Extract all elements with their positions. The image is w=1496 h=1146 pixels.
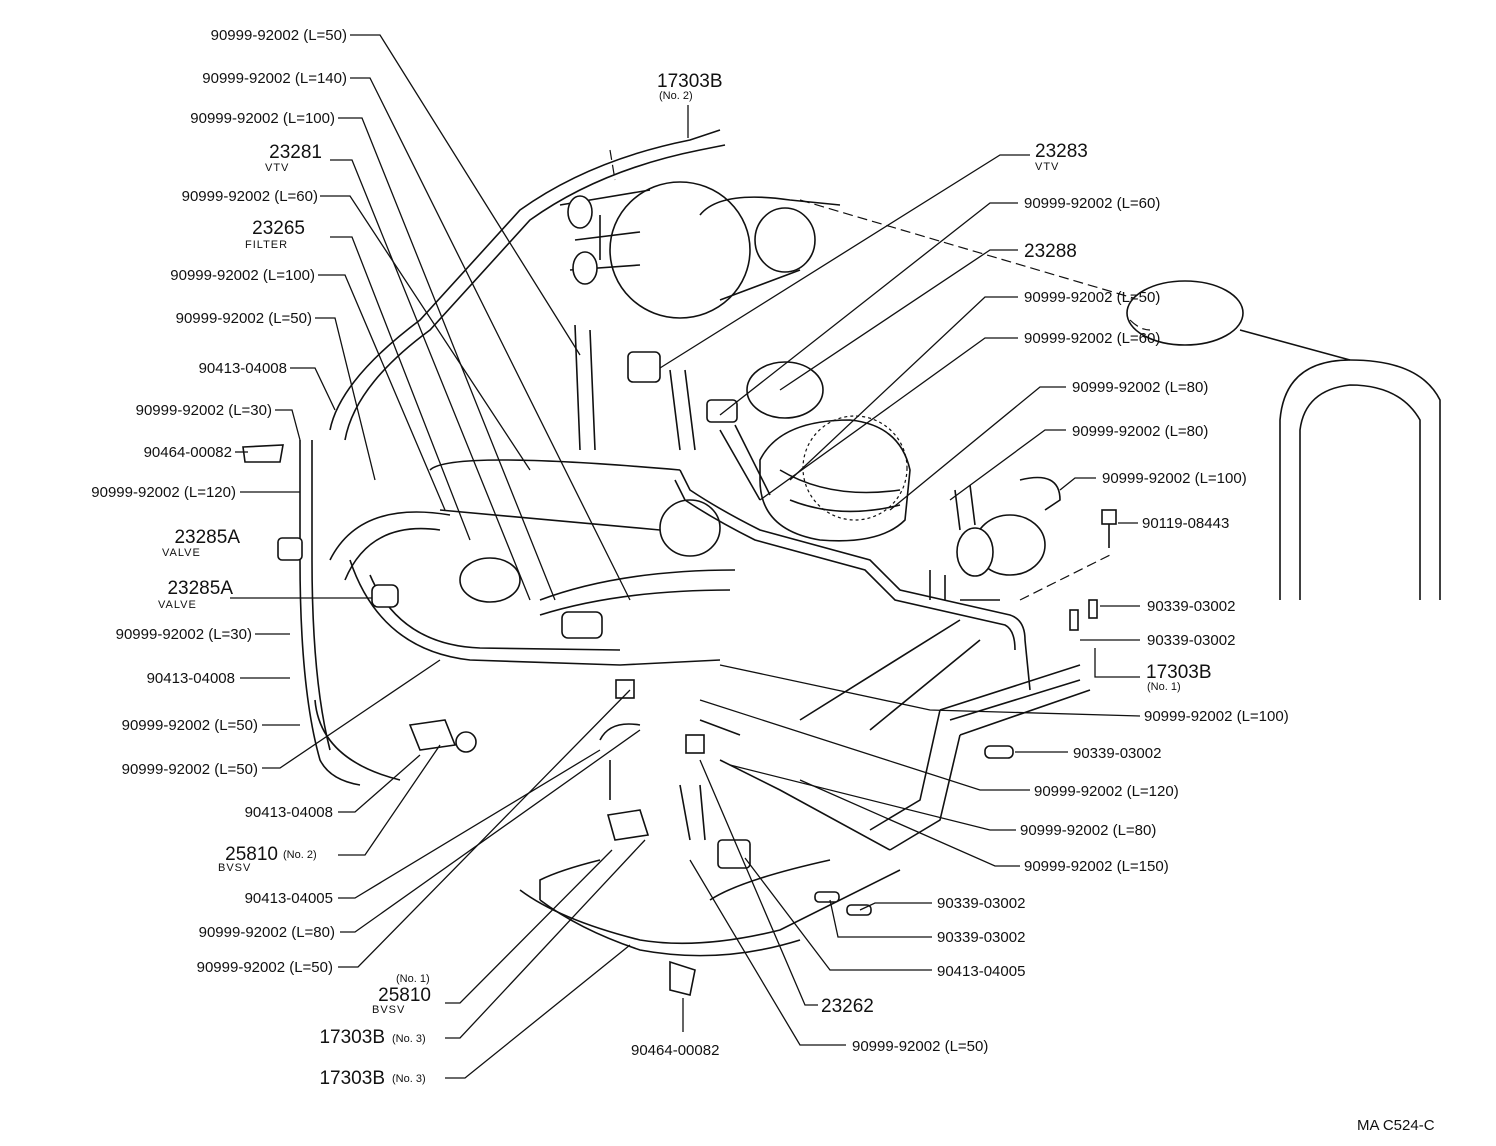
label-valve-23285a-2-sub: VALVE [158, 599, 197, 611]
labels-left: 90999-92002 (L=50) 90999-92002 (L=140) 9… [91, 27, 431, 1089]
label-hose-l80-left: 90999-92002 (L=80) [199, 924, 335, 941]
label-hose-l50-c: 90999-92002 (L=50) [122, 761, 258, 778]
label-90464-00082-b: 90464-00082 [631, 1042, 719, 1059]
label-hose-l30-a: 90999-92002 (L=30) [136, 402, 272, 419]
drawing-code: MA C524-C [1357, 1117, 1435, 1134]
fittings [242, 351, 1117, 996]
label-17303b-no3-b-note: (No. 3) [392, 1073, 426, 1085]
label-hose-l50-right: 90999-92002 (L=50) [1024, 289, 1160, 306]
label-17303b-no3-a-note: (No. 3) [392, 1033, 426, 1045]
label-hose-l100-b: 90999-92002 (L=100) [170, 267, 315, 284]
label-hose-l60-left: 90999-92002 (L=60) [182, 188, 318, 205]
label-hose-l80-right-a: 90999-92002 (L=80) [1072, 379, 1208, 396]
label-bvsv-25810-no2-sub: BVSV [218, 862, 251, 874]
label-90413-04008-b: 90413-04008 [147, 670, 235, 687]
label-17303b-no1: 17303B [1146, 662, 1212, 683]
label-bvsv-25810-no1-sub: BVSV [372, 1004, 405, 1016]
label-vtv-23281: 23281 [269, 142, 322, 163]
label-vtv-23283: 23283 [1035, 141, 1088, 162]
label-hose-l50-d: 90999-92002 (L=50) [197, 959, 333, 976]
label-hose-l140: 90999-92002 (L=140) [202, 70, 347, 87]
leader-lines [230, 34, 1141, 1079]
label-17303b-no2: 17303B [657, 71, 723, 92]
label-plug-90339-e: 90339-03002 [937, 929, 1025, 946]
label-90413-04005-a: 90413-04005 [245, 890, 333, 907]
label-hose-l120-left: 90999-92002 (L=120) [91, 484, 236, 501]
label-90413-04008-c: 90413-04008 [245, 804, 333, 821]
label-hose-l100-lower: 90999-92002 (L=100) [1144, 708, 1289, 725]
label-plug-90339-d: 90339-03002 [937, 895, 1025, 912]
label-bvsv-25810-no1-note: (No. 1) [396, 973, 430, 985]
label-hose-l50-b: 90999-92002 (L=50) [122, 717, 258, 734]
label-hose-l30-b: 90999-92002 (L=30) [116, 626, 252, 643]
label-vtv-23281-sub: VTV [265, 162, 289, 174]
label-hose-l50-top: 90999-92002 (L=50) [211, 27, 347, 44]
label-17303b-no2-note: (No. 2) [659, 90, 693, 102]
label-bvsv-25810-no2: 25810 [225, 844, 278, 865]
label-hose-l50-bottom: 90999-92002 (L=50) [852, 1038, 988, 1055]
label-hose-l60-right-b: 90999-92002 (L=60) [1024, 330, 1160, 347]
engine-outline [429, 149, 1441, 957]
label-plug-90339-c: 90339-03002 [1073, 745, 1161, 762]
label-filter-23265: 23265 [252, 218, 305, 239]
label-bvsv-25810-no1: 25810 [378, 985, 431, 1006]
labels-right: 17303B (No. 2) 23283 VTV 90999-92002 (L=… [657, 71, 1289, 875]
label-bolt-90119-08443: 90119-08443 [1142, 515, 1229, 532]
vacuum-hoses [299, 129, 1091, 901]
label-valve-23285a-1-sub: VALVE [162, 547, 201, 559]
label-filter-sub: FILTER [245, 239, 288, 251]
label-valve-23285a-1: 23285A [174, 527, 240, 548]
label-bvsv-25810-no2-note: (No. 2) [283, 849, 317, 861]
label-plug-90339-b: 90339-03002 [1147, 632, 1235, 649]
label-17303b-no1-note: (No. 1) [1147, 681, 1181, 693]
label-hose-l100-a: 90999-92002 (L=100) [190, 110, 335, 127]
label-23262: 23262 [821, 996, 874, 1017]
label-90413-04005-b: 90413-04005 [937, 963, 1025, 980]
labels-bottom: 90339-03002 90339-03002 90413-04005 2326… [631, 895, 1435, 1134]
label-90464-00082-a: 90464-00082 [144, 444, 232, 461]
label-hose-l150: 90999-92002 (L=150) [1024, 858, 1169, 875]
label-vtv-23283-sub: VTV [1035, 161, 1059, 173]
label-hose-l80-right-c: 90999-92002 (L=80) [1020, 822, 1156, 839]
label-hose-l80-right-b: 90999-92002 (L=80) [1072, 423, 1208, 440]
label-hose-l50-a: 90999-92002 (L=50) [176, 310, 312, 327]
label-90413-04008-a: 90413-04008 [199, 360, 287, 377]
label-23288: 23288 [1024, 241, 1077, 262]
label-plug-90339-a: 90339-03002 [1147, 598, 1235, 615]
label-hose-l60-right-a: 90999-92002 (L=60) [1024, 195, 1160, 212]
label-hose-l120-right: 90999-92002 (L=120) [1034, 783, 1179, 800]
label-17303b-no3-b: 17303B [319, 1068, 385, 1089]
label-17303b-no3-a: 17303B [319, 1027, 385, 1048]
label-hose-l100-right: 90999-92002 (L=100) [1102, 470, 1247, 487]
label-valve-23285a-2: 23285A [167, 578, 233, 599]
